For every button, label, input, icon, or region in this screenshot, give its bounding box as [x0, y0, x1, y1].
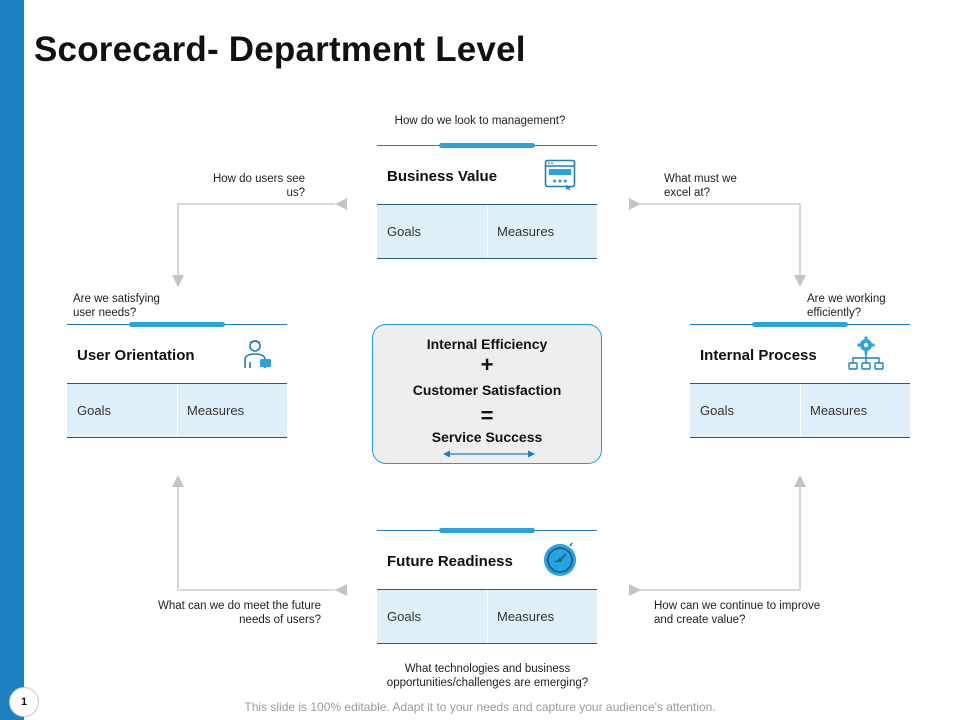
page-number: 1 [9, 687, 39, 717]
center-line-1: Internal Efficiency [426, 336, 548, 352]
question-bottom-right: How can we continue to improve and creat… [654, 600, 821, 626]
stopwatch-icon [541, 539, 579, 582]
card-title: User Orientation [77, 347, 195, 364]
plus-sign: + [480, 352, 494, 377]
center-line-2: Customer Satisfaction [412, 382, 562, 398]
arrow-right-bottom-left [335, 584, 347, 596]
card-user-orientation: User Orientation Goals Measures [67, 322, 287, 439]
svg-text:★★★: ★★★ [552, 178, 568, 185]
card-accent [752, 322, 848, 327]
goals-cell: Goals [77, 403, 111, 418]
question-top: How do we look to management? [394, 115, 566, 127]
center-equation-box: Internal Efficiency + Customer Satisfact… [372, 324, 602, 464]
card-title: Future Readiness [387, 553, 513, 570]
card-title: Business Value [387, 168, 498, 185]
card-accent [129, 322, 225, 327]
arrow-up-left [172, 475, 184, 487]
page-title: Scorecard- Department Level [34, 30, 526, 69]
arrow-down-right [794, 275, 806, 287]
measures-cell: Measures [497, 224, 555, 239]
goals-measures-row: Goals Measures [67, 383, 287, 438]
left-accent-bar [0, 0, 24, 720]
double-arrow-icon [443, 450, 535, 458]
question-top-right: What must we excel at? [664, 173, 737, 199]
arrow-up-right [794, 475, 806, 487]
arrow-right-top-left [335, 198, 347, 210]
card-accent [439, 143, 535, 148]
question-bottom: What technologies and business opportuni… [386, 663, 589, 689]
user-icon [242, 338, 274, 375]
measures-cell: Measures [187, 403, 245, 418]
measures-cell: Measures [497, 609, 555, 624]
arrow-left-top-right [629, 198, 641, 210]
gear-hierarchy-icon [847, 336, 885, 377]
card-business-value: Business Value ★★★ Goals Measures [377, 143, 597, 260]
footer-note: This slide is 100% editable. Adapt it to… [244, 700, 716, 714]
goals-measures-row: Goals Measures [377, 589, 597, 644]
question-top-left: How do users see us? [212, 173, 305, 199]
goals-cell: Goals [387, 224, 421, 239]
center-line-3: Service Success [431, 429, 543, 445]
card-internal-process: Internal Process Goals Measures [690, 322, 910, 439]
card-title: Internal Process [700, 347, 817, 364]
question-mid-right: Are we working efficiently? [807, 293, 886, 319]
measures-cell: Measures [810, 403, 868, 418]
equals-sign: = [480, 403, 494, 428]
goals-cell: Goals [387, 609, 421, 624]
goals-measures-row: Goals Measures [690, 383, 910, 438]
question-bottom-left: What can we do meet the future needs of … [157, 600, 321, 626]
goals-cell: Goals [700, 403, 734, 418]
web-browser-icon: ★★★ [544, 159, 576, 196]
arrow-left-bottom-right [629, 584, 641, 596]
question-mid-left: Are we satisfying user needs? [73, 293, 160, 319]
goals-measures-row: Goals Measures [377, 204, 597, 259]
card-future-readiness: Future Readiness Goals Measures [377, 528, 597, 645]
card-accent [439, 528, 535, 533]
arrow-down-left [172, 275, 184, 287]
